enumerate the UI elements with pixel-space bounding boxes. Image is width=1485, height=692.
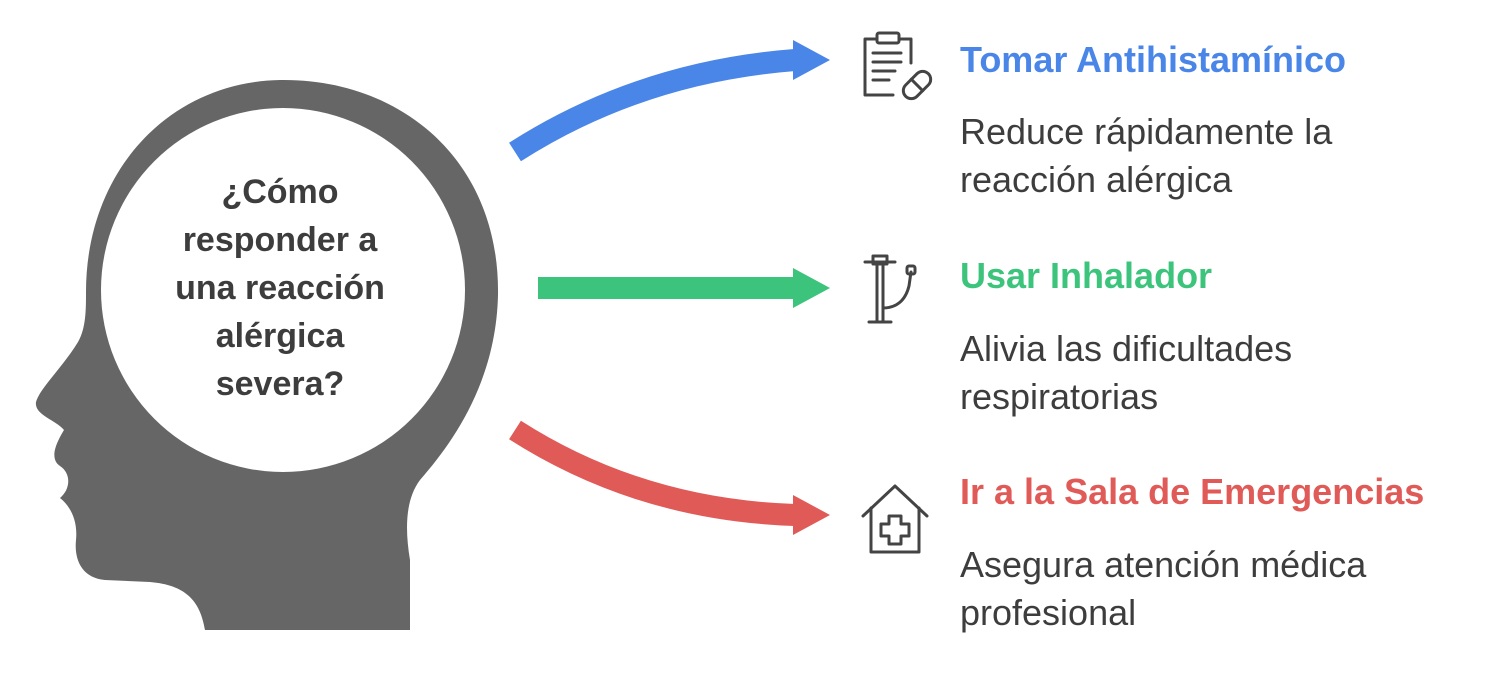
question-line-5: severa? — [215, 365, 345, 403]
option-desc-emergency-room: Asegura atención médica profesional — [960, 541, 1366, 637]
question-line-4: alérgica — [215, 317, 345, 355]
arrow-bottom-head — [793, 495, 830, 535]
option-desc-inhaler: Alivia las dificultades respiratorias — [960, 325, 1292, 421]
question-line-1: ¿Cómo — [221, 173, 339, 211]
option-desc-antihistamine: Reduce rápidamente la reacción alérgica — [960, 108, 1332, 204]
arrow-top-shaft — [509, 49, 796, 162]
option-title-emergency-room: Ir a la Sala de Emergencias — [960, 471, 1425, 512]
option-desc-line: Reduce rápidamente la — [960, 111, 1333, 152]
central-question: ¿Cómo responder a una reacción alérgica … — [140, 168, 420, 408]
option-title-antihistamine: Tomar Antihistamínico — [960, 39, 1347, 80]
option-desc-line: respiratorias — [960, 376, 1159, 417]
clipboard-pill-icon — [863, 31, 933, 101]
head-inner-circle — [101, 108, 465, 472]
question-line-3: una reacción — [175, 269, 385, 307]
option-desc-line: profesional — [960, 592, 1137, 633]
option-title-inhaler: Usar Inhalador — [960, 255, 1213, 296]
arrow-top-head — [793, 40, 830, 80]
arrow-middle-head — [793, 268, 830, 308]
option-desc-line: Alivia las dificultades — [960, 328, 1293, 369]
arrow-bottom-shaft — [509, 420, 796, 526]
option-desc-line: reacción alérgica — [960, 159, 1233, 200]
question-line-2: responder a — [182, 221, 378, 259]
option-desc-line: Asegura atención médica — [960, 544, 1367, 585]
hospital-house-icon — [861, 484, 929, 554]
inhaler-icon — [863, 254, 917, 324]
